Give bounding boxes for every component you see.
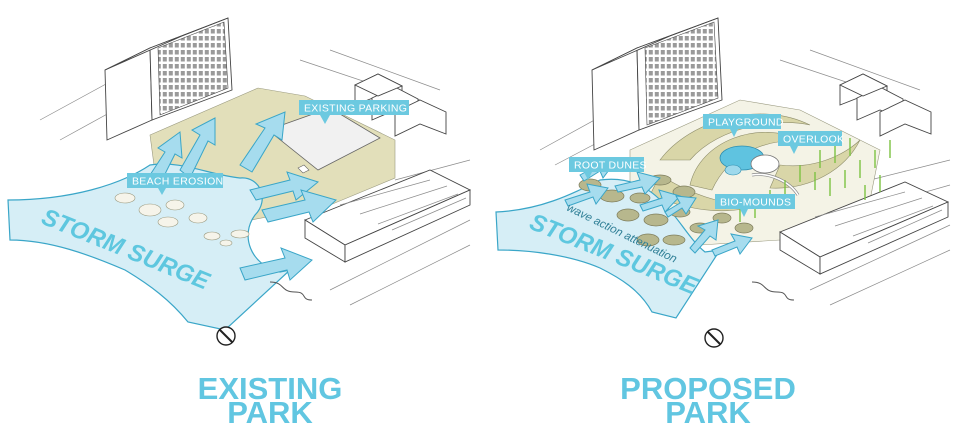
svg-text:BEACH EROSION: BEACH EROSION [132,176,223,188]
existing-title-line1: EXISTING [198,371,343,406]
shoreline-squiggle [269,281,313,301]
svg-text:EXISTING PARKING: EXISTING PARKING [304,103,407,115]
existing-parking-lot [267,107,381,174]
playground-area [719,145,800,196]
existing-title-line2: PARK [227,395,313,430]
north-arrow-icon [216,326,236,346]
beach-erosion-tag: BEACH EROSION [127,173,223,195]
proposed-title-line2: PARK [665,395,751,430]
proposed-title-line1: PROPOSED [620,371,796,406]
existing-parking-tag: EXISTING PARKING [299,100,409,124]
erosion-blobs [114,192,250,247]
storm-surge-water [7,163,292,331]
svg-text:ROOT DUNES: ROOT DUNES [574,160,647,172]
surge-arrows [149,111,337,281]
tall-building-proposed [591,17,723,151]
proposed-park-panel: wave action attenuation STORM SURGE ROOT… [495,17,951,430]
low-buildings-proposed [779,181,950,275]
svg-text:BIO-MOUNDS: BIO-MOUNDS [720,197,791,209]
low-buildings [304,169,472,263]
svg-text:PLAYGROUND: PLAYGROUND [708,117,784,129]
playground-tag: PLAYGROUND [703,114,784,137]
existing-park-panel: STORM SURGE BEACH EROSION EXISTING PARKI… [7,17,472,430]
north-arrow-icon [704,328,724,348]
root-dunes-tag: ROOT DUNES [569,157,647,180]
svg-text:OVERLOOK: OVERLOOK [783,134,844,146]
shoreline-squiggle-proposed [751,281,795,301]
attenuation-arrows [564,157,753,257]
houses-row-proposed [838,73,932,137]
bio-mounds-tag: BIO-MOUNDS [715,194,795,217]
tall-building [104,17,233,141]
overlook-tag: OVERLOOK [778,131,844,154]
